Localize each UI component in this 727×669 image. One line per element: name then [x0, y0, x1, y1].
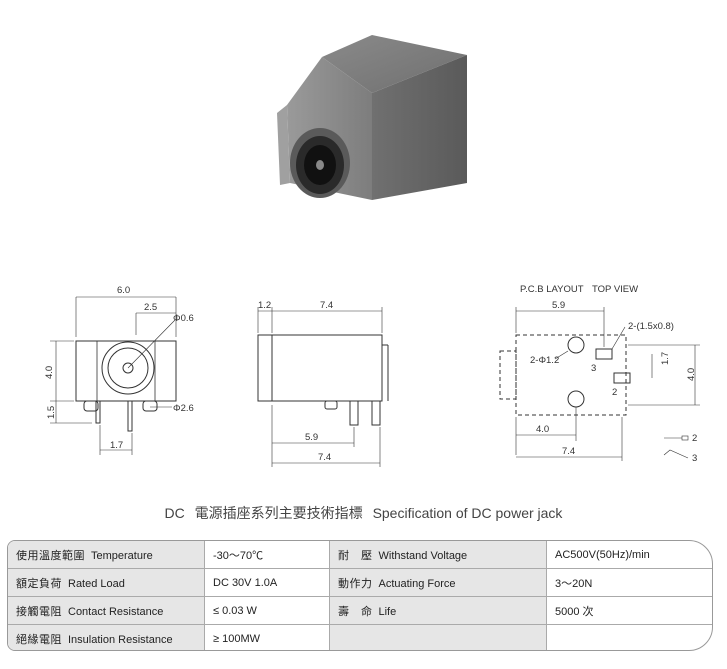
dim-total: 7.4 [318, 452, 331, 463]
spec-table: 使用溫度範圍 Temperature -30～70℃ 耐 壓 Withstand V… [7, 540, 713, 651]
pcb-title: P.C.B LAYOUT [520, 284, 584, 295]
value-cell: DC 30V 1.0A [204, 568, 330, 597]
dim-length: 7.4 [320, 300, 333, 311]
pcb-total: 7.4 [562, 446, 575, 457]
label-zh: 壽 命 [338, 605, 373, 618]
label-zh: 額定負荷 [16, 577, 62, 590]
pcb-hole-pos: 4.0 [536, 424, 549, 435]
label-en: Contact Resistance [68, 605, 164, 618]
table-row: 絕緣電阻 Insulation Resistance ≥ 100MW [8, 624, 712, 650]
pcb-pad-gap: 1.7 [660, 352, 671, 365]
spec-heading: DC 電源插座系列主要技術指標 Specification of DC powe… [0, 503, 727, 523]
dim-flange: 1.2 [258, 300, 271, 311]
side-view [257, 307, 389, 467]
dim-bottom: 1.5 [46, 406, 57, 419]
value-cell: 5000 次 [546, 596, 712, 625]
legend-2: 2 [692, 433, 697, 444]
table-row: 額定負荷 Rated Load DC 30V 1.0A 動作力 Actuating … [8, 568, 712, 597]
dim-height: 4.0 [44, 366, 55, 379]
dim-hole-dia: Φ0.6 [173, 313, 194, 324]
heading-chinese: 電源插座系列主要技術指標 [194, 505, 363, 521]
pcb-height: 4.0 [686, 368, 697, 381]
value-cell: -30～70℃ [204, 541, 330, 569]
label-en: Life [378, 605, 397, 618]
label-en: Withstand Voltage [378, 549, 468, 562]
label-zh: 使用溫度範圍 [16, 549, 85, 562]
heading-english: Specification of DC power jack [372, 505, 563, 521]
front-view [50, 296, 177, 455]
pcb-hole-note: 2-Φ1.2 [530, 355, 559, 366]
pcb-pad-2: 2 [612, 387, 617, 398]
pcb-width: 5.9 [552, 300, 565, 311]
dim-width: 6.0 [117, 285, 130, 296]
value-cell: AC500V(50Hz)/min [546, 541, 712, 569]
value-cell: 3～20N [546, 568, 712, 597]
table-row: 使用溫度範圍 Temperature -30～70℃ 耐 壓 Withstand V… [8, 541, 712, 569]
pcb-subtitle: TOP VIEW [592, 284, 638, 295]
pcb-layout [499, 307, 700, 461]
dc-power-jack-photo-icon [277, 35, 467, 200]
label-en: Rated Load [68, 577, 125, 590]
dim-pin-pitch: 1.7 [110, 440, 123, 451]
label-en: Temperature [91, 549, 153, 562]
label-zh: 動作力 [338, 577, 373, 590]
pcb-pad-3: 3 [591, 363, 596, 374]
legend-3: 3 [692, 453, 697, 464]
heading-prefix: DC [164, 505, 185, 521]
label-zh: 接觸電阻 [16, 605, 62, 618]
value-cell: ≤ 0.03 W [204, 596, 330, 625]
label-zh: 耐 壓 [338, 549, 373, 562]
label-en: Insulation Resistance [68, 633, 173, 646]
value-cell: ≥ 100MW [204, 624, 330, 650]
dim-pin-offset: 2.5 [144, 302, 157, 313]
value-cell [546, 624, 712, 650]
dim-boss-dia: Φ2.6 [173, 403, 194, 414]
label-en: Actuating Force [378, 577, 456, 590]
technical-drawings: 6.0 2.5 Φ0.6 4.0 1.5 1.7 Φ2.6 1.2 7.4 5.… [44, 284, 700, 467]
dim-pin-pos: 5.9 [305, 432, 318, 443]
pcb-pad-note: 2-(1.5x0.8) [628, 321, 674, 332]
label-zh: 絕緣電阻 [16, 633, 62, 646]
